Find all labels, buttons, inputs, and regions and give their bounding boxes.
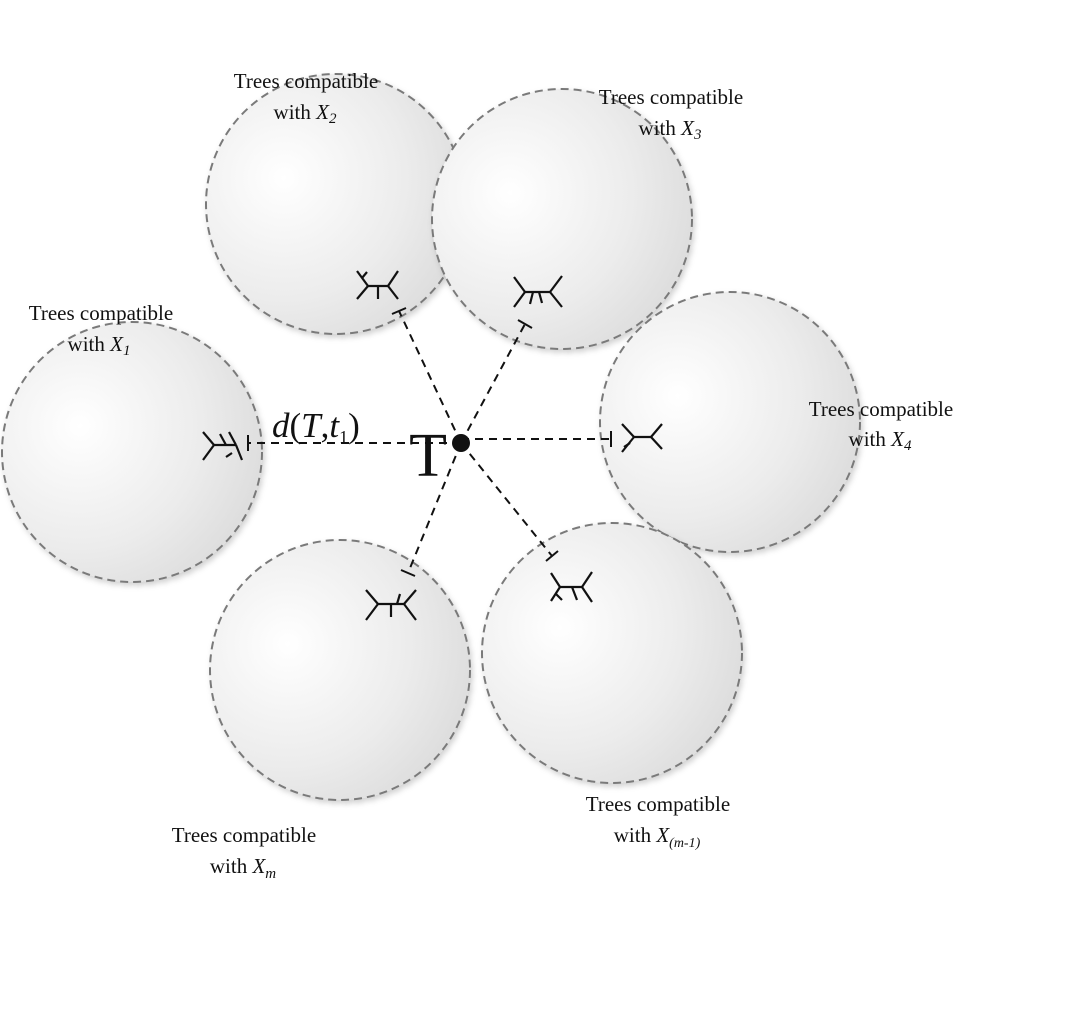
ray-xm [407, 442, 462, 574]
set-label-xm-with: with [210, 854, 253, 878]
set-label-x2-line2: with X2 [274, 100, 337, 127]
set-label-xm1-with: with [614, 823, 657, 847]
tree-icon-xm [365, 589, 417, 621]
set-label-x4-sub: 4 [904, 438, 912, 454]
distance-close: ) [348, 406, 360, 445]
set-label-xm-line1: Trees compatible [172, 823, 316, 847]
ray-x3-tick [517, 319, 533, 329]
distance-sub: 1 [339, 427, 348, 447]
set-label-xm-var: X [251, 854, 266, 878]
distance-t: t [329, 406, 340, 445]
center-label: T [409, 422, 447, 490]
set-label-x2-with: with [274, 100, 317, 124]
distance-d: d [272, 406, 290, 445]
set-label-x2-var: X [315, 100, 330, 124]
distance-rays [247, 307, 612, 577]
set-label-x3-sub: 3 [693, 127, 702, 143]
tree-icon-xm1 [550, 571, 593, 603]
ray-xm-tick [400, 569, 416, 577]
set-label-x1-with: with [68, 332, 111, 356]
distance-label: d(T,t1) [272, 406, 360, 447]
set-label-xm1-line2: with X(m-1) [614, 823, 701, 851]
set-label-x4-line1: Trees compatible [809, 397, 953, 421]
set-label-xm-line2: with Xm [210, 854, 276, 882]
set-circle-x3 [431, 88, 693, 350]
set-circle-xm [209, 539, 471, 801]
tree-icon-x1 [202, 431, 244, 461]
set-label-x1-line2: with X1 [68, 332, 131, 359]
set-label-x3-line2: with X3 [639, 116, 702, 143]
tree-icon-x3 [513, 275, 563, 308]
set-label-x1-line1: Trees compatible [29, 301, 173, 325]
set-label-x3-var: X [680, 116, 695, 140]
set-label-x3-with: with [639, 116, 682, 140]
set-label-xm1-line1: Trees compatible [586, 792, 730, 816]
set-label-x1-sub: 1 [123, 343, 131, 359]
ray-x2-tick [391, 307, 407, 315]
set-label-x4-var: X [890, 427, 905, 451]
set-label-x1-var: X [109, 332, 124, 356]
set-circle-x1 [1, 321, 263, 583]
distance-open: ( [290, 406, 302, 445]
set-label-xm1-var: X [655, 823, 670, 847]
distance-T: T [301, 406, 323, 445]
set-label-xm1-sub: (m-1) [669, 836, 700, 851]
center-point [452, 434, 470, 452]
set-label-x2-line1: Trees compatible [234, 69, 378, 93]
set-label-x4-with: with [849, 427, 892, 451]
ray-xm1 [460, 442, 553, 557]
tree-icons [202, 270, 663, 621]
set-label-xm-sub: m [265, 866, 276, 882]
set-circles [1, 73, 861, 801]
ray-xm1-tick [545, 550, 559, 562]
ray-x2 [398, 310, 462, 444]
ray-x3 [460, 323, 526, 444]
set-circle-x4 [599, 291, 861, 553]
distance-comma: , [321, 406, 330, 445]
tree-icon-x2 [356, 270, 399, 300]
set-label-x3-line1: Trees compatible [599, 85, 743, 109]
set-label-x4-line2: with X4 [849, 427, 912, 454]
set-circle-xm1 [481, 522, 743, 784]
tree-icon-x4 [621, 423, 663, 453]
set-label-x2-sub: 2 [329, 111, 337, 127]
set-labels: Trees compatible with X1 Trees compatibl… [29, 69, 953, 882]
